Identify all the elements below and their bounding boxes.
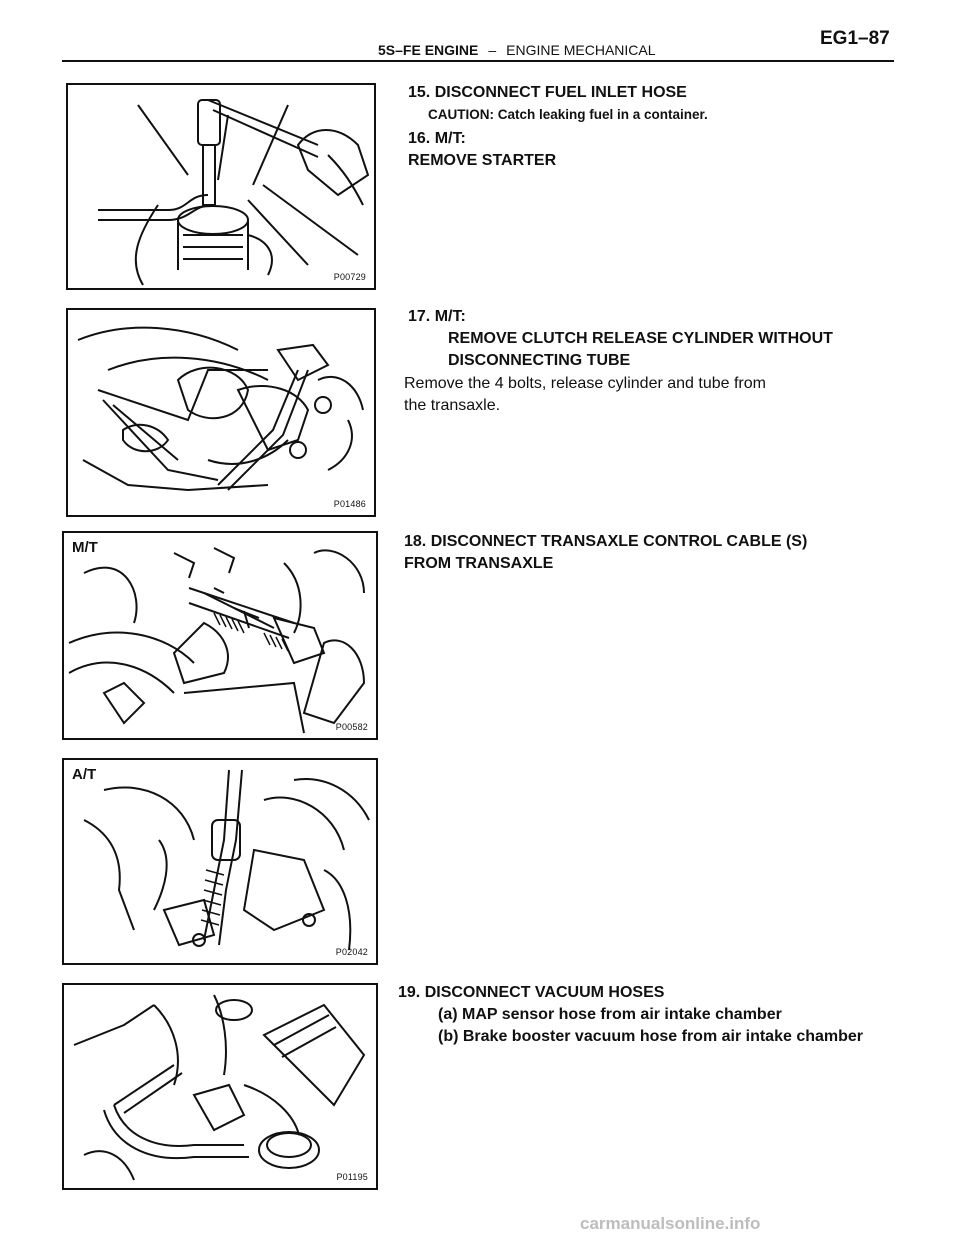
step-16-line2: REMOVE STARTER	[408, 152, 557, 169]
step-17-line3: DISCONNECTING TUBE	[448, 352, 631, 369]
step-16: 16. M/T: REMOVE STARTER	[408, 128, 908, 172]
step-17-line2: REMOVE CLUTCH RELEASE CYLINDER WITHOUT	[448, 330, 833, 347]
step-15-caution: CAUTION: Catch leaking fuel in a contain…	[428, 107, 708, 122]
at-cable-illustration	[83, 769, 370, 951]
header-separator: –	[488, 42, 497, 58]
step-17-body: Remove the 4 bolts, release cylinder and…	[404, 373, 924, 417]
step-19-item-a: (a) MAP sensor hose from air intake cham…	[438, 1006, 782, 1023]
header-chapter: ENGINE MECHANICAL	[506, 42, 656, 58]
step-17-body-line2: the transaxle.	[404, 397, 501, 414]
figure-tag-mt: M/T	[72, 539, 98, 556]
step-17-body-line1: Remove the 4 bolts, release cylinder and…	[404, 375, 766, 392]
step-15: 15. DISCONNECT FUEL INLET HOSE CAUTION: …	[408, 82, 908, 126]
figure-code: P01486	[333, 499, 366, 509]
step-18: 18. DISCONNECT TRANSAXLE CONTROL CABLE (…	[404, 531, 924, 575]
page-number: EG1–87	[820, 28, 890, 49]
figure-code: P02042	[335, 947, 368, 957]
step-17-line1: 17. M/T:	[408, 308, 466, 325]
step-18-line1: 18. DISCONNECT TRANSAXLE CONTROL CABLE (…	[404, 533, 808, 550]
header-section: 5S–FE ENGINE	[378, 42, 479, 58]
watermark: carmanualsonline.info	[580, 1214, 761, 1233]
figure-vacuum-hoses: P01195	[62, 983, 378, 1190]
step-19: 19. DISCONNECT VACUUM HOSES (a) MAP sens…	[398, 982, 938, 1048]
figure-code: P00729	[333, 272, 366, 282]
figure-at-control-cable: A/T P02042	[62, 758, 378, 965]
figure-mt-control-cables: M/T P00582	[62, 531, 378, 740]
fuel-hose-illustration	[98, 99, 370, 286]
figure-code: P00582	[335, 722, 368, 732]
page-header: 5S–FE ENGINE–ENGINE MECHANICAL	[378, 42, 656, 58]
vacuum-hoses-illustration	[73, 994, 366, 1181]
figure-fuel-inlet-hose: P00729	[66, 83, 376, 290]
step-15-title: 15. DISCONNECT FUEL INLET HOSE	[408, 84, 687, 101]
step-16-line1: 16. M/T:	[408, 130, 466, 147]
figure-clutch-release-cylinder: P01486	[66, 308, 376, 517]
step-17: 17. M/T: REMOVE CLUTCH RELEASE CYLINDER …	[408, 306, 928, 372]
step-19-title: 19. DISCONNECT VACUUM HOSES	[398, 984, 665, 1001]
step-19-item-b: (b) Brake booster vacuum hose from air i…	[438, 1028, 864, 1045]
clutch-illustration	[77, 326, 364, 492]
mt-cables-illustration	[68, 547, 366, 734]
figure-tag-at: A/T	[72, 766, 97, 783]
figure-code: P01195	[336, 1172, 368, 1182]
header-divider	[62, 60, 894, 62]
step-18-line2: FROM TRANSAXLE	[404, 555, 554, 572]
